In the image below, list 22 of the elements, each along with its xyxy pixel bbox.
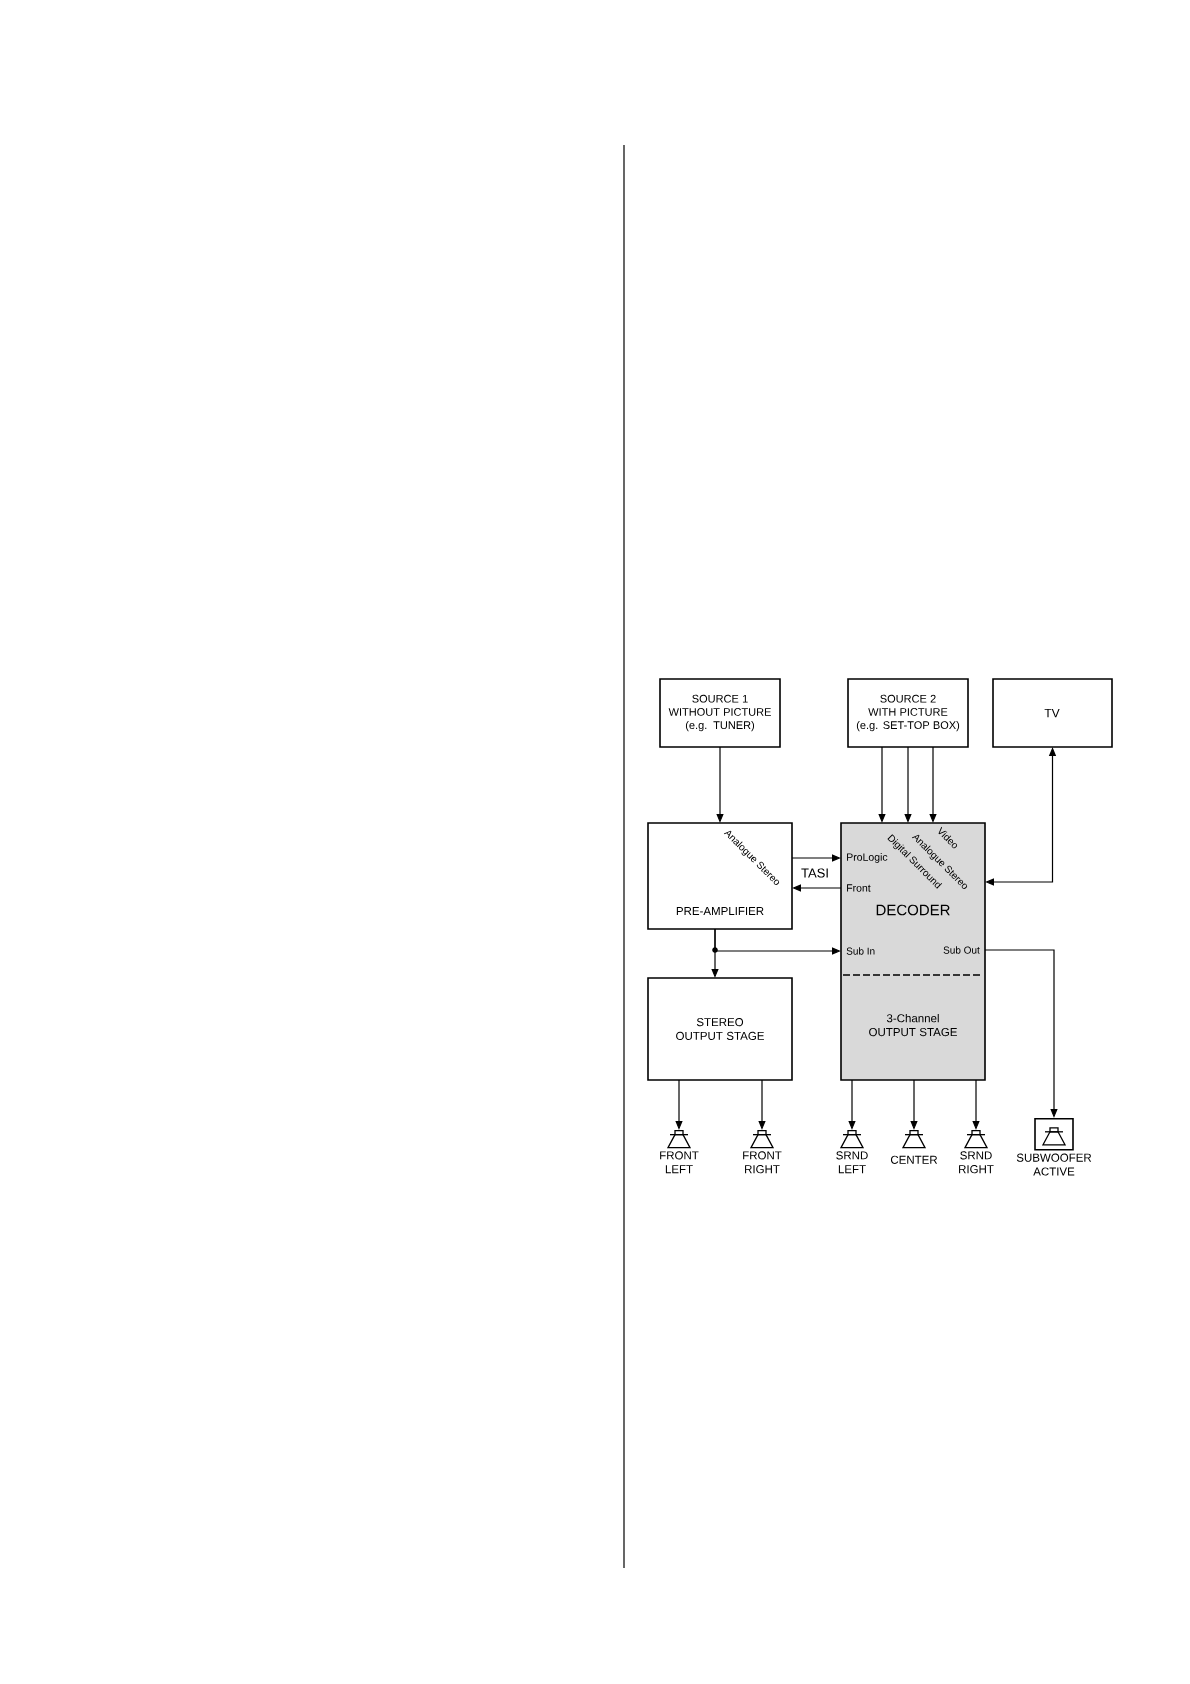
speaker: FRONT LEFT: [660, 1130, 699, 1174]
speaker: SRND RIGHT: [959, 1130, 994, 1174]
tv-box: TV: [992, 678, 1113, 748]
output-stage-box: STEREO OUTPUT STAGE: [647, 977, 793, 1081]
node-label: FRONT RIGHT: [743, 1151, 782, 1174]
subwoofer: SUBWOOFER ACTIVE: [1016, 1118, 1092, 1176]
speaker: SRND LEFT: [836, 1130, 868, 1174]
source-box: SOURCE 2 WITH PICTURE (e.g. SET-TOP BOX): [847, 678, 969, 748]
source-box: SOURCE 1 WITHOUT PICTURE (e.g. TUNER): [659, 678, 781, 748]
node-label: SUBWOOFER ACTIVE: [1016, 1153, 1092, 1176]
port-label: ProLogic: [847, 853, 888, 863]
output-stage-label: 3-Channel OUTPUT STAGE: [869, 1013, 957, 1037]
port-label: Front: [847, 884, 871, 892]
node-label: FRONT LEFT: [660, 1151, 699, 1174]
port-label: Sub Out: [943, 946, 980, 954]
speaker: CENTER: [890, 1130, 938, 1164]
node-label: CENTER: [890, 1155, 938, 1164]
speaker: FRONT RIGHT: [743, 1130, 782, 1174]
signal-label: TASI: [801, 868, 828, 878]
node-label: SRND LEFT: [836, 1151, 868, 1174]
port-label: Sub In: [846, 947, 875, 955]
node-label: SRND RIGHT: [959, 1151, 994, 1174]
